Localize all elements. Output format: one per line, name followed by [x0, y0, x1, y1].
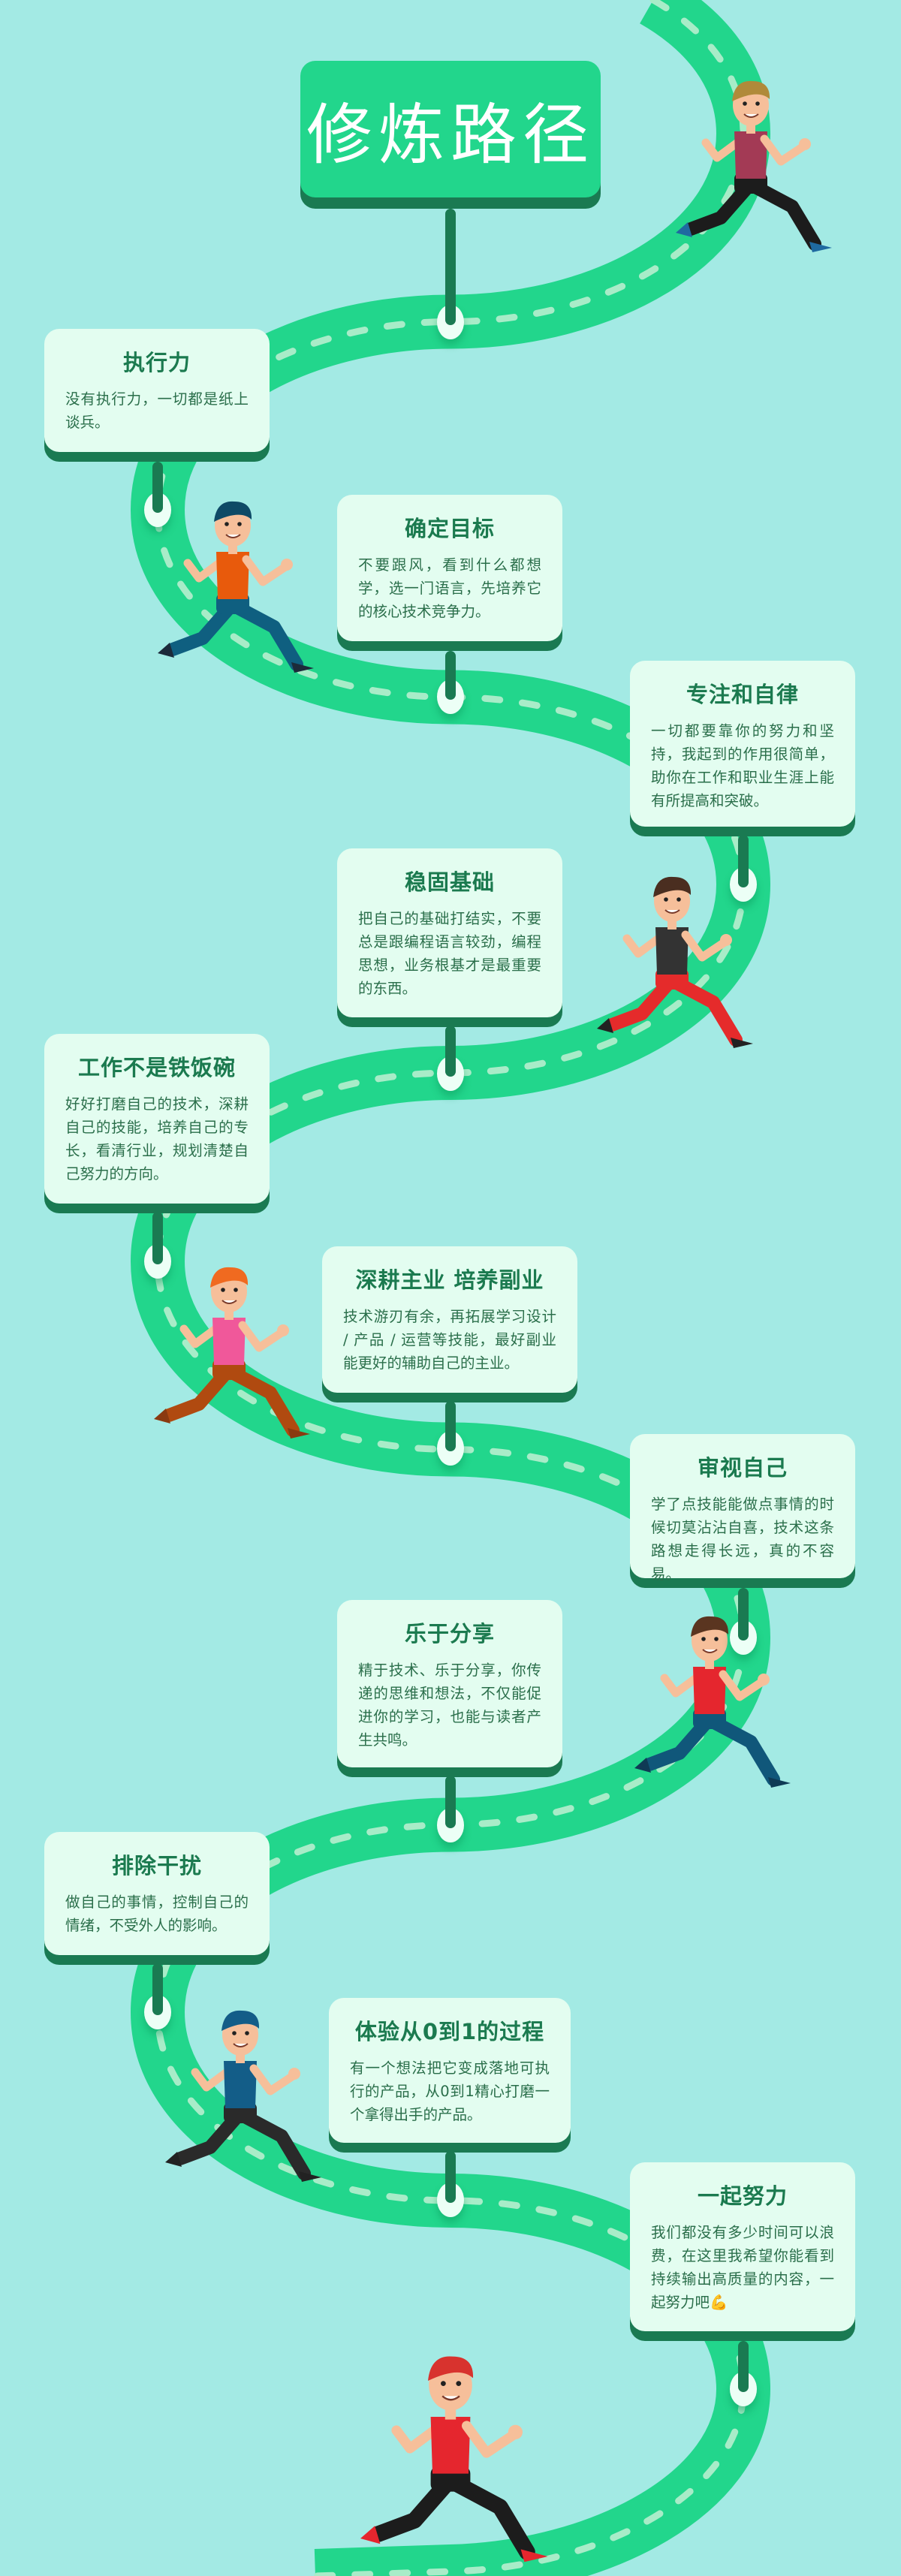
milestone-card-focus: 专注和自律一切都要靠你的努力和坚持，我起到的作用很简单，助你在工作和职业生涯上能… [630, 661, 855, 827]
card-body: 不要跟风，看到什么都想学，选一门语言，先培养它的核心技术竞争力。 [358, 556, 541, 620]
card-body: 我们都没有多少时间可以浪费，在这里我希望你能看到持续输出高质量的内容，一起努力吧… [651, 2224, 834, 2311]
sign-post [445, 209, 456, 325]
runners [154, 80, 832, 2562]
card-body: 把自己的基础打结实，不要总是跟编程语言较劲，编程思想，业务根基才是最重要的东西。 [358, 910, 541, 997]
sign-post [152, 1963, 163, 2015]
card-body: 一切都要靠你的努力和坚持，我起到的作用很简单，助你在工作和职业生涯上能有所提高和… [651, 722, 834, 809]
sign-post [445, 651, 456, 700]
card-body: 学了点技能能做点事情的时候切莫沾沾自喜，技术这条路想走得长远，真的不容易。 [651, 1496, 834, 1583]
milestone-card-goal: 确定目标不要跟风，看到什么都想学，选一门语言，先培养它的核心技术竞争力。 [337, 495, 562, 641]
milestone-card-execution: 执行力没有执行力，一切都是纸上谈兵。 [44, 329, 270, 452]
milestone-card-side-business: 深耕主业 培养副业技术游刃有余，再拓展学习设计 / 产品 / 运营等技能，最好副… [322, 1246, 577, 1393]
card-title: 稳固基础 [404, 869, 495, 895]
card-title: 体验从0到1的过程 [354, 2019, 545, 2044]
milestone-card-foundation: 稳固基础把自己的基础打结实，不要总是跟编程语言较劲，编程思想，业务根基才是最重要… [337, 848, 562, 1017]
card-title: 工作不是铁饭碗 [77, 1055, 236, 1080]
runner-man-red-shirt-icon [634, 1616, 791, 1788]
milestone-card-sharing: 乐于分享精于技术、乐于分享，你传递的思维和想法，不仅能促进你的学习，也能与读者产… [337, 1600, 562, 1767]
card-title: 执行力 [122, 350, 191, 375]
card-title: 审视自己 [697, 1455, 788, 1481]
runner-man-cap-icon [158, 501, 314, 673]
milestone-card-together: 一起努力我们都没有多少时间可以浪费，在这里我希望你能看到持续输出高质量的内容，一… [630, 2162, 855, 2331]
card-title: 确定目标 [404, 516, 495, 541]
sign-post [738, 835, 749, 887]
milestone-card-job: 工作不是铁饭碗好好打磨自己的技术，深耕自己的技能，培养自己的专长，看清行业，规划… [44, 1034, 270, 1204]
milestone-card-zero-to-one: 体验从0到1的过程有一个想法把它变成落地可执行的产品，从0到1精心打磨一个拿得出… [329, 1998, 571, 2143]
sign-post [152, 462, 163, 513]
card-title: 深耕主业 培养副业 [355, 1267, 544, 1293]
card-body: 精于技术、乐于分享，你传递的思维和想法，不仅能促进你的学习，也能与读者产生共鸣。 [358, 1662, 541, 1749]
card-title: 专注和自律 [686, 682, 799, 707]
card-body: 技术游刃有余，再拓展学习设计 / 产品 / 运营等技能，最好副业能更好的辅助自己… [343, 1308, 556, 1372]
runner-woman-red-hair-icon [154, 1267, 310, 1439]
sign-post [738, 2341, 749, 2392]
sign-post [738, 1588, 749, 1641]
card-body: 没有执行力，一切都是纸上谈兵。 [65, 390, 249, 431]
card-title: 一起努力 [697, 2183, 788, 2209]
milestone-card-distraction: 排除干扰做自己的事情，控制自己的情绪，不受外人的影响。 [44, 1832, 270, 1955]
page-title: 修炼路径 [306, 95, 595, 173]
card-body: 好好打磨自己的技术，深耕自己的技能，培养自己的专长，看清行业，规划清楚自己努力的… [65, 1095, 249, 1183]
runner-woman-ponytail-icon [676, 80, 832, 252]
sign-post [445, 1776, 456, 1828]
sign-post [152, 1212, 163, 1264]
sign-post [445, 1026, 456, 1077]
runner-man-brown-hair-icon [597, 876, 753, 1048]
card-title: 乐于分享 [404, 1621, 495, 1647]
title-sign: 修炼路径 [300, 61, 601, 197]
milestone-card-self-review: 审视自己学了点技能能做点事情的时候切莫沾沾自喜，技术这条路想走得长远，真的不容易… [630, 1434, 855, 1583]
runner-bearded-headband-icon [360, 2356, 548, 2562]
runner-hooded-icon [165, 2010, 321, 2182]
sign-post [445, 2151, 456, 2203]
card-title: 排除干扰 [111, 1853, 202, 1879]
card-body: 做自己的事情，控制自己的情绪，不受外人的影响。 [65, 1894, 249, 1934]
sign-post [445, 1401, 456, 1451]
card-body: 有一个想法把它变成落地可执行的产品，从0到1精心打磨一个拿得出手的产品。 [350, 2059, 550, 2123]
